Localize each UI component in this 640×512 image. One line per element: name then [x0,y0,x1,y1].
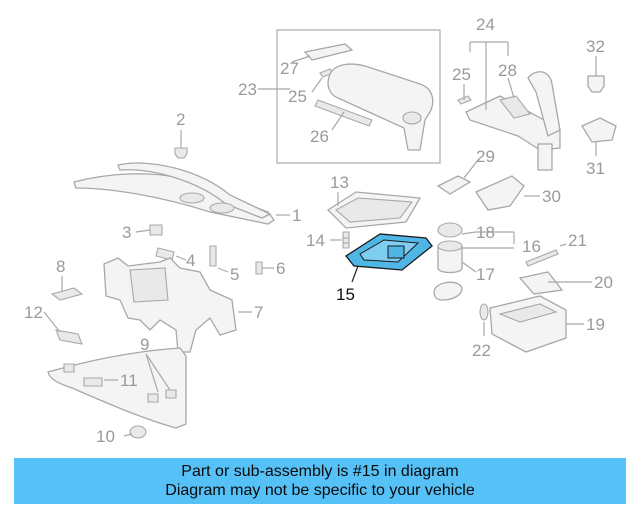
trim-ring-29 [436,175,472,195]
side-trim-panel [47,347,187,429]
callout-7: 7 [254,303,263,322]
callout-5: 5 [230,265,239,284]
callout-14: 14 [306,231,325,250]
callout-23: 23 [238,80,257,99]
pin-6 [255,261,263,275]
cap-17 [433,281,463,301]
callout-30: 30 [542,187,561,206]
mat-13 [326,191,422,229]
rod-21 [525,249,559,267]
callout-3: 3 [122,223,131,242]
ring-18 [437,222,463,238]
bin-19 [489,295,567,353]
latch-31 [581,117,617,143]
highlighted-part-15 [345,233,433,271]
block-11 [83,377,103,387]
callout-17: 17 [476,265,495,284]
callout-13: 13 [330,173,349,192]
console-lower-bracket [103,257,237,353]
callout-20: 20 [594,273,613,292]
callout-8: 8 [56,257,65,276]
plug-10 [129,425,147,439]
callout-10: 10 [96,427,115,446]
pin-5 [209,245,217,267]
callout-22: 22 [472,341,491,360]
callout-25-left: 25 [288,87,307,106]
callout-6: 6 [276,259,285,278]
callout-15: 15 [336,285,355,304]
bolt-2 [174,130,188,159]
callout-12: 12 [24,303,43,322]
callout-4: 4 [186,251,195,270]
callout-26: 26 [310,127,329,146]
pin-22 [479,303,489,321]
clip-9 [63,363,75,373]
mat-20 [518,271,564,295]
callout-32: 32 [586,37,605,56]
callout-9: 9 [140,335,149,354]
bolt-14 [342,231,350,249]
callout-18: 18 [476,223,495,242]
callout-28: 28 [498,61,517,80]
clip-3 [149,224,163,236]
banner-line-2: Diagram may not be specific to your vehi… [165,482,475,499]
info-banner: Part or sub-assembly is #15 in diagram D… [14,458,626,504]
callout-1: 1 [292,206,301,225]
parts-diagram: 1 2 3 4 5 6 7 8 9 10 11 12 13 14 15 16 1… [24,15,617,446]
bracket-8 [50,287,84,301]
cap-32 [587,75,605,93]
callout-11: 11 [120,371,138,390]
callout-21: 21 [568,231,587,250]
callout-27: 27 [280,59,299,78]
callout-19: 19 [586,315,605,334]
armrest-inset-box [276,29,441,164]
banner-line-1: Part or sub-assembly is #15 in diagram [181,463,459,480]
callout-29: 29 [476,147,495,166]
callout-31: 31 [586,159,605,178]
callout-16: 16 [522,237,541,256]
bracket-30 [475,175,525,211]
callout-labels: 1 2 3 4 5 6 7 8 9 10 11 12 13 14 15 16 1… [24,15,613,446]
callout-24: 24 [476,15,495,34]
leader-lines [43,41,597,437]
bracket-12 [55,329,83,345]
cup-16 [437,245,463,274]
callout-2: 2 [176,110,185,129]
clip-4 [155,247,175,261]
callout-25-right: 25 [452,65,471,84]
console-top-rail [73,162,275,225]
armrest-hinge-assembly [465,71,561,171]
